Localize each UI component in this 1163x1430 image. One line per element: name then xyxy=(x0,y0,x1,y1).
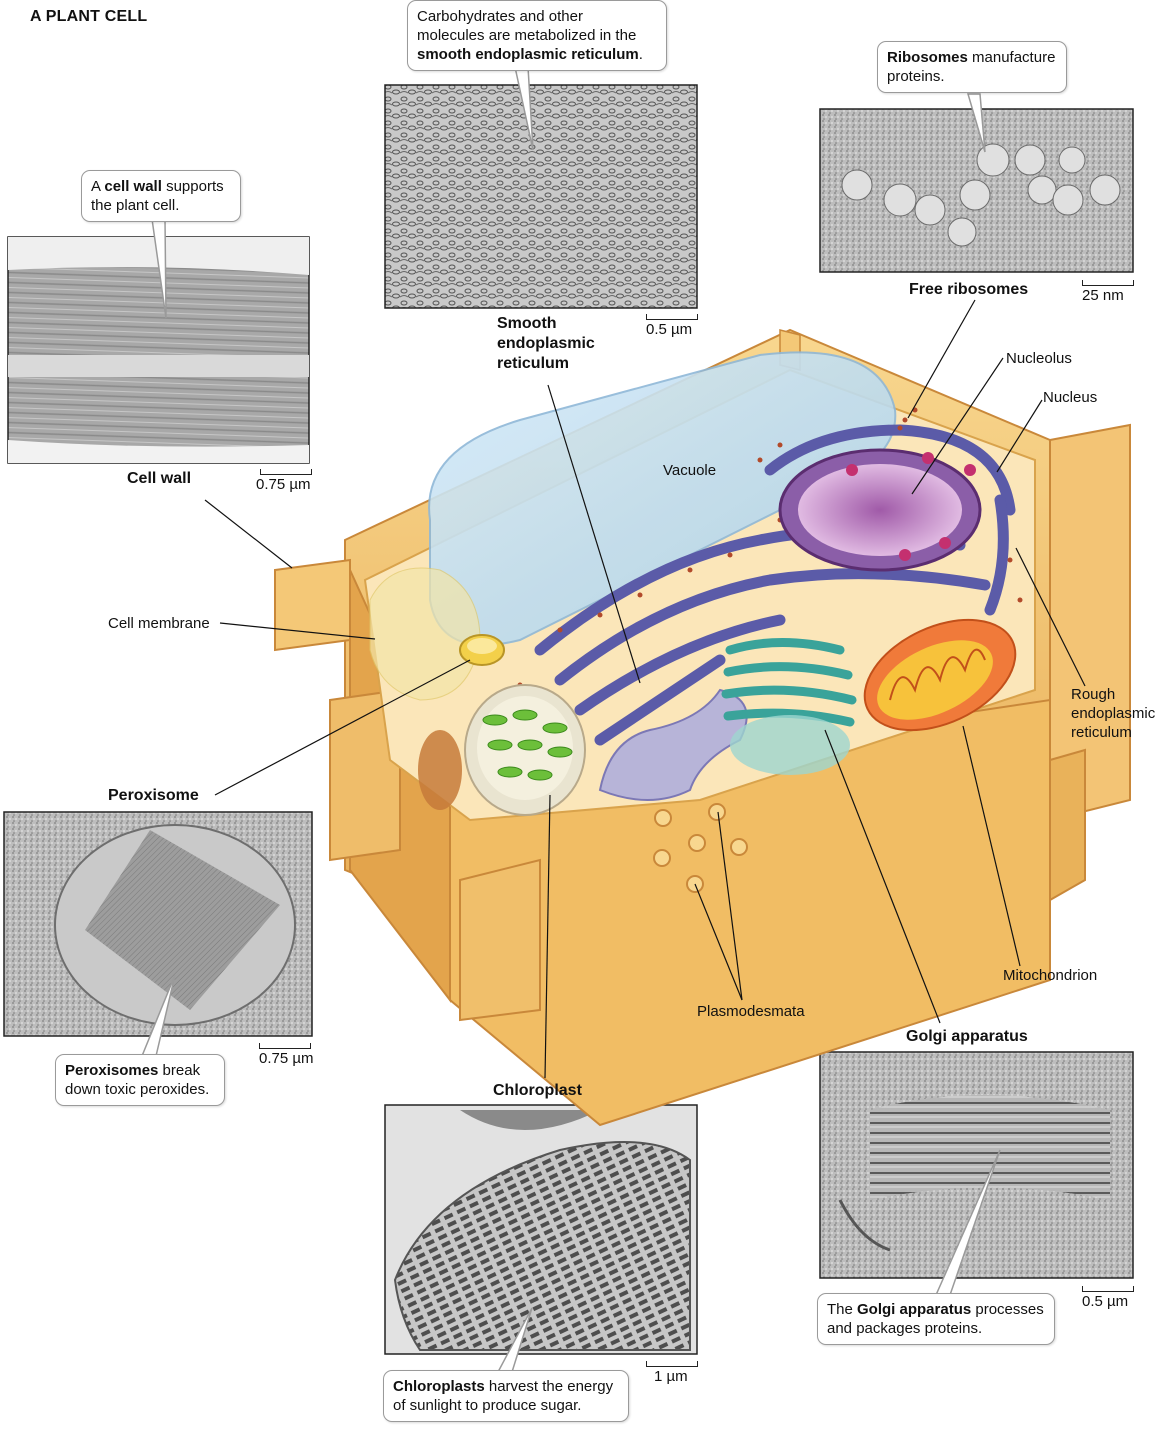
label-line: reticulum xyxy=(1071,724,1132,741)
mitochondrion-label: Mitochondrion xyxy=(1003,967,1098,984)
ribosome-particles xyxy=(841,143,1121,247)
peroxisome-crystal xyxy=(85,830,280,1010)
leader-lines xyxy=(204,299,1086,1079)
chloroplast-callout: Chloroplasts harvest the energy of sunli… xyxy=(383,1370,629,1422)
smooth-er-callout: Carbohydrates and other molecules are me… xyxy=(407,0,667,71)
free-ribosomes-label: Free ribosomes xyxy=(909,281,1029,298)
callout-bold: Golgi apparatus xyxy=(857,1301,972,1318)
callout-bold: Ribosomes xyxy=(887,49,968,66)
callout-bold: Peroxisomes xyxy=(65,1062,159,1079)
peroxisome-label: Peroxisome xyxy=(108,787,199,804)
label-line: endoplasmic xyxy=(1071,705,1156,722)
cell-wall-scale: 0.75 µm xyxy=(256,469,312,493)
cell-wall-callout: A cell wall supports the plant cell. xyxy=(81,170,241,222)
chloroplast-label: Chloroplast xyxy=(493,1082,582,1099)
cell-membrane-label: Cell membrane xyxy=(108,615,210,632)
callout-text: . xyxy=(638,46,643,63)
nucleolus xyxy=(798,464,962,556)
smooth-er-scale: 0.5 µm xyxy=(646,314,698,338)
nucleolus-label: Nucleolus xyxy=(1006,350,1072,367)
smooth-er-micrograph xyxy=(384,84,698,309)
mitochondrion xyxy=(863,618,1017,732)
golgi-label: Golgi apparatus xyxy=(906,1028,1028,1045)
scale-text: 0.75 µm xyxy=(259,1050,314,1067)
scale-text: 0.5 µm xyxy=(646,321,693,338)
peroxisome-scale: 0.75 µm xyxy=(259,1043,314,1067)
callout-text: manufacture xyxy=(967,49,1056,66)
callout-bold: cell wall xyxy=(104,178,162,195)
ribosomes-callout: Ribosomes manufacture proteins. xyxy=(877,41,1067,93)
scale-text: 0.5 µm xyxy=(1082,1293,1129,1310)
plasmodesmata-label: Plasmodesmata xyxy=(697,1003,805,1020)
cell-wall-micrograph xyxy=(7,236,310,464)
label-line: Smooth xyxy=(497,315,557,332)
nucleus xyxy=(778,448,982,572)
scale-text: 1 µm xyxy=(654,1368,688,1385)
ribosomes-scale: 25 nm xyxy=(1082,280,1134,304)
golgi-callout: The Golgi apparatus processes and packag… xyxy=(817,1293,1055,1345)
callout-text: Carbohydrates and other xyxy=(417,8,583,25)
callout-text: processes xyxy=(971,1301,1044,1318)
chloroplast-scale: 1 µm xyxy=(646,1361,698,1385)
smooth-er xyxy=(598,688,748,801)
plasmodesmata-pores xyxy=(653,803,748,893)
label-line: endoplasmic xyxy=(497,335,595,352)
callout-text: supports xyxy=(161,178,224,195)
chloroplast xyxy=(464,684,586,816)
callout-text: harvest the energy xyxy=(484,1378,614,1395)
callout-text: proteins. xyxy=(887,68,945,85)
figure-title: A PLANT CELL xyxy=(30,8,148,25)
callout-pointers xyxy=(140,66,1001,1373)
callout-text: A xyxy=(91,178,105,195)
callout-text: The xyxy=(827,1301,858,1318)
golgi-scale: 0.5 µm xyxy=(1082,1286,1134,1310)
callout-bold: Chloroplasts xyxy=(393,1378,485,1395)
callout-text: down toxic peroxides. xyxy=(65,1081,210,1098)
callout-text: break xyxy=(158,1062,201,1079)
callout-text: of sunlight to produce sugar. xyxy=(393,1397,582,1414)
scale-text: 25 nm xyxy=(1082,287,1124,304)
callout-bold: smooth endoplasmic reticulum xyxy=(417,46,639,63)
label-line: reticulum xyxy=(497,355,570,372)
smooth-er-label: Smooth endoplasmic reticulum xyxy=(497,314,595,374)
vacuole-label: Vacuole xyxy=(663,462,717,479)
peroxisome xyxy=(459,634,505,666)
cell-wall-label: Cell wall xyxy=(127,470,192,487)
callout-text: molecules are metabolized in the xyxy=(417,27,637,44)
label-line: Rough xyxy=(1071,686,1116,703)
golgi-apparatus xyxy=(721,638,857,727)
nucleus-label: Nucleus xyxy=(1043,389,1098,406)
peroxisome-callout: Peroxisomes break down toxic peroxides. xyxy=(55,1054,225,1106)
rough-er-label: Rough endoplasmic reticulum xyxy=(1071,685,1155,742)
scale-text: 0.75 µm xyxy=(256,476,311,493)
callout-text: the plant cell. xyxy=(91,197,180,214)
callout-text: and packages proteins. xyxy=(827,1320,983,1337)
